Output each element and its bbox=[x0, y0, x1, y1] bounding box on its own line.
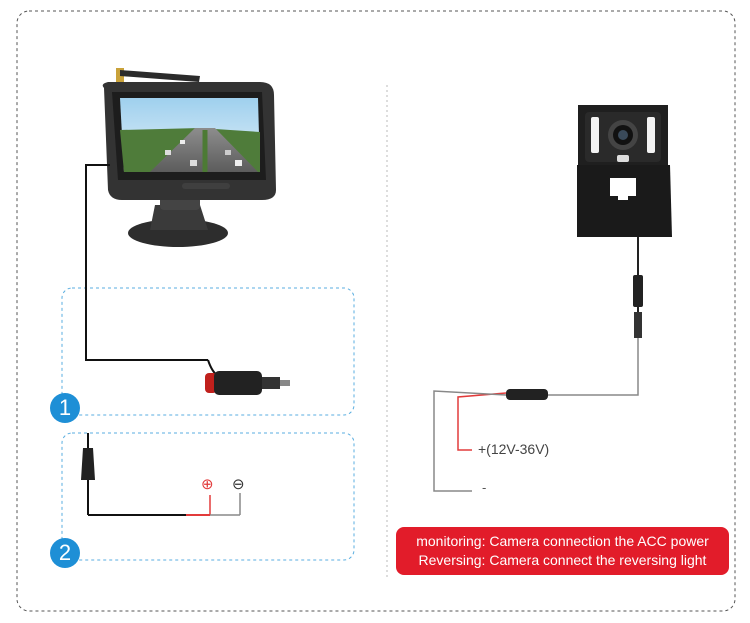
monitor-cable bbox=[85, 164, 208, 361]
camera-icon bbox=[577, 105, 672, 338]
monitor-icon bbox=[102, 68, 277, 247]
banner-line-1: monitoring: Camera connection the ACC po… bbox=[416, 533, 709, 549]
section-number-one: 1 bbox=[50, 393, 80, 423]
box-two bbox=[61, 432, 355, 561]
cigarette-plug-icon bbox=[205, 359, 290, 395]
hardwire-connector-icon bbox=[81, 433, 241, 516]
banner-line-2: Reversing: Camera connect the reversing … bbox=[418, 552, 707, 568]
box-one bbox=[61, 287, 355, 416]
voltage-label: +(12V-36V) bbox=[478, 441, 550, 457]
plus-terminal-icon: ⊕ bbox=[201, 476, 214, 493]
negative-mark: - bbox=[482, 480, 487, 495]
camera-wiring bbox=[433, 338, 639, 492]
section-number-two: 2 bbox=[50, 538, 80, 568]
minus-terminal-icon: ⊖ bbox=[232, 476, 245, 493]
instruction-banner: monitoring: Camera connection the ACC po… bbox=[396, 527, 729, 575]
